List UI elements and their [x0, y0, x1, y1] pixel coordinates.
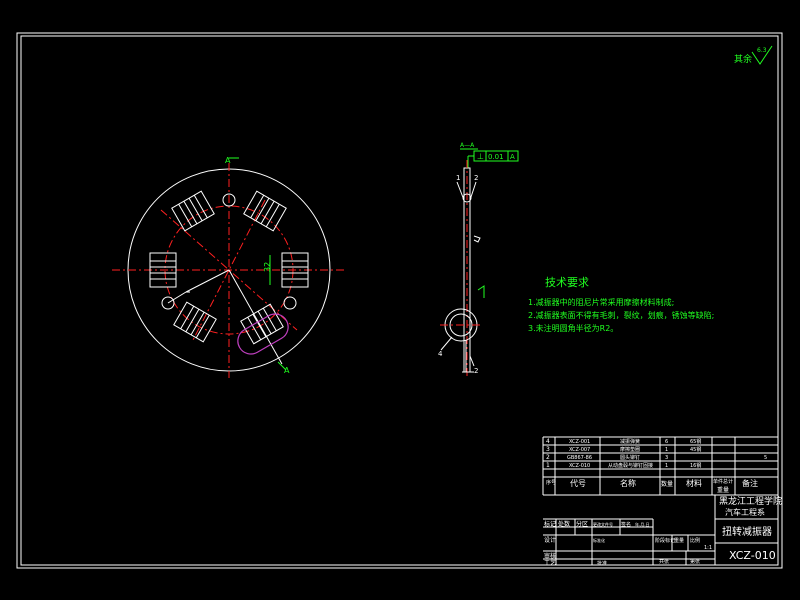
label-process: 工艺 [544, 559, 556, 567]
bom-row-material: 16钢 [690, 462, 701, 469]
bom-row-no: 1 [546, 462, 550, 469]
center-line-diag-2 [192, 199, 266, 341]
bom-row-code: GB867-86 [567, 455, 592, 461]
label-date: 年.月.日 [635, 521, 650, 527]
bom-row-qty: 1 [665, 463, 668, 469]
roughness-symbol: 其余 6.3 [734, 45, 773, 65]
bom-row-qty: 6 [665, 439, 668, 445]
label-review: 审核 [544, 552, 556, 560]
rivet-hole [161, 296, 175, 310]
cut-mark-bottom: A [284, 366, 290, 375]
bom-row-name: 减振弹簧 [620, 438, 640, 445]
dimension-width: 32 [263, 262, 272, 272]
bom-row-no: 3 [546, 446, 550, 453]
spring-window [281, 252, 309, 288]
spring-window [240, 303, 284, 345]
label-scale: 比例 [690, 537, 700, 544]
tech-note-1: 1.减振器中的阻尼片常采用摩擦材料制成; [528, 297, 674, 307]
spring-window [173, 301, 217, 343]
title-block: 黑龙江工程学院 汽车工程系 扭转减振器 XCZ-010 1:1 标记 处数 分区… [543, 494, 782, 567]
part-name: 扭转减振器 [722, 525, 772, 538]
label-count: 处数 [558, 520, 570, 528]
label-sheet: 第张 [690, 558, 700, 565]
leader-4: 4 [438, 350, 443, 358]
outer-frame [16, 32, 783, 569]
bom-header-material: 材料 [686, 478, 702, 488]
front-view: 32 A A [112, 156, 346, 378]
label-signature: 签名 [621, 521, 631, 528]
section-label: A—A [460, 142, 475, 149]
label-design: 设计 [544, 536, 556, 544]
bom-row-no: 4 [546, 438, 550, 445]
scale-value: 1:1 [704, 545, 712, 551]
inner-frame [20, 35, 779, 566]
bom-header-qty: 数量 [661, 480, 673, 488]
bom-header-note: 备注 [742, 478, 758, 488]
bom-header-code: 代号 [570, 478, 586, 488]
bom-row-note: 5 [764, 455, 767, 461]
bom-header-name: 名称 [620, 478, 636, 488]
bom-header-no: 序号 [546, 479, 556, 486]
label-change-doc: 更改文件号 [593, 521, 613, 527]
bom-row-no: 2 [546, 454, 550, 461]
label-mark: 标记 [544, 520, 556, 528]
tech-note-2: 2.减振器表面不得有毛刺，裂纹，划痕，锈蚀等缺陷; [528, 310, 714, 320]
bom-row-name: 摩擦垫圈 [620, 446, 640, 453]
bom-table: 4 XCZ-001 减振弹簧 6 65钢 3 XCZ-007 摩擦垫圈 1 45… [542, 436, 778, 495]
bom-row-qty: 3 [665, 455, 668, 461]
bom-row-code: XCZ-010 [569, 463, 590, 469]
rivet-hole [283, 296, 297, 310]
bom-row-name: 圆头铆钉 [620, 454, 640, 461]
rivet-hole [222, 193, 236, 207]
tech-title: 技术要求 [545, 276, 589, 289]
tech-note-3: 3.未注明圆角半径为R2。 [528, 323, 618, 333]
bom-row-code: XCZ-001 [569, 439, 590, 445]
tolerance-symbol: ⊥ [477, 152, 484, 161]
spring-window [171, 190, 215, 232]
bom-row-qty: 1 [665, 447, 668, 453]
center-line-diag-1 [160, 209, 298, 331]
spring-highlight [237, 313, 289, 355]
bom-header-weight2: 重量 [717, 486, 729, 494]
tolerance-value: 0.01 [488, 153, 504, 161]
label-weight: 重量 [674, 537, 684, 544]
bom-row-material: 65钢 [690, 438, 701, 445]
cut-plane-line [228, 269, 283, 365]
drawing-number: XCZ-010 [729, 549, 776, 562]
spring-window [243, 190, 287, 232]
bom-row-code: XCZ-007 [569, 447, 590, 453]
tolerance-datum: A [510, 153, 515, 161]
school-name: 黑龙江工程学院 [719, 495, 782, 507]
leader-2: 2 [474, 174, 478, 182]
roughness-note: 其余 [734, 53, 752, 65]
label-sheets-total: 共张 [659, 558, 669, 565]
label-standard: 标准化 [593, 537, 605, 543]
bom-header-weight: 单件总计 [713, 478, 733, 485]
bom-row-material: 45钢 [690, 446, 701, 453]
cut-mark-top: A [225, 156, 231, 165]
section-view: A—A ⊥ 0.01 A 1 2 4 2 [438, 142, 519, 378]
tolerance-frame: ⊥ 0.01 A [467, 150, 519, 168]
leader-1: 1 [456, 174, 460, 182]
leader-2b: 2 [474, 367, 478, 375]
technical-requirements: 技术要求 1.减振器中的阻尼片常采用摩擦材料制成; 2.减振器表面不得有毛刺，裂… [528, 276, 714, 333]
label-zone: 分区 [576, 520, 588, 528]
label-stage: 阶段标记 [655, 537, 675, 544]
roughness-value: 6.3 [757, 47, 767, 54]
bom-row-name: 从动盘毂与铆钉固接 [608, 462, 653, 469]
department-name: 汽车工程系 [725, 507, 765, 517]
label-approve: 批准 [597, 560, 607, 567]
spring-window [149, 252, 177, 288]
